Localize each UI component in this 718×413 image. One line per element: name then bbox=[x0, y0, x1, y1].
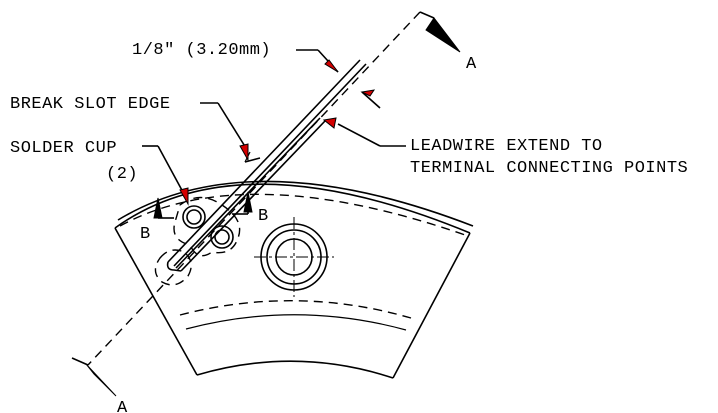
label-thickness: 1/8" (3.20mm) bbox=[132, 41, 271, 60]
arrowhead-solder-cup bbox=[179, 187, 189, 206]
label-leadwire-line2: TERMINAL CONNECTING POINTS bbox=[410, 159, 688, 178]
section-label-b-right: B bbox=[258, 207, 269, 226]
label-leadwire-line1: LEADWIRE EXTEND TO bbox=[410, 137, 603, 156]
section-label-a-bottom: A bbox=[117, 399, 128, 413]
solder-cups bbox=[154, 196, 241, 286]
leader-thickness bbox=[296, 49, 381, 109]
center-hole bbox=[254, 217, 334, 297]
leader-solder-cup bbox=[142, 145, 185, 195]
section-b-right: B bbox=[232, 191, 269, 226]
arrowhead-break-slot bbox=[239, 143, 249, 162]
arrowhead-thickness-bottom bbox=[360, 89, 376, 97]
section-b-left: B bbox=[140, 197, 174, 244]
label-solder-cup: SOLDER CUP bbox=[10, 139, 117, 158]
label-break-slot-edge: BREAK SLOT EDGE bbox=[10, 95, 171, 114]
section-arrow-bottom bbox=[85, 363, 117, 397]
leader-leadwire bbox=[337, 123, 406, 147]
section-label-b-left: B bbox=[140, 225, 151, 244]
arrowhead-leadwire bbox=[322, 117, 337, 129]
section-line-a-a bbox=[71, 11, 435, 366]
arrowhead-thickness-top bbox=[324, 59, 339, 73]
section-arrow-top bbox=[425, 17, 461, 53]
label-solder-cup-qty: (2) bbox=[106, 165, 138, 184]
leader-break-slot bbox=[200, 102, 247, 149]
section-label-a-top: A bbox=[466, 55, 477, 74]
